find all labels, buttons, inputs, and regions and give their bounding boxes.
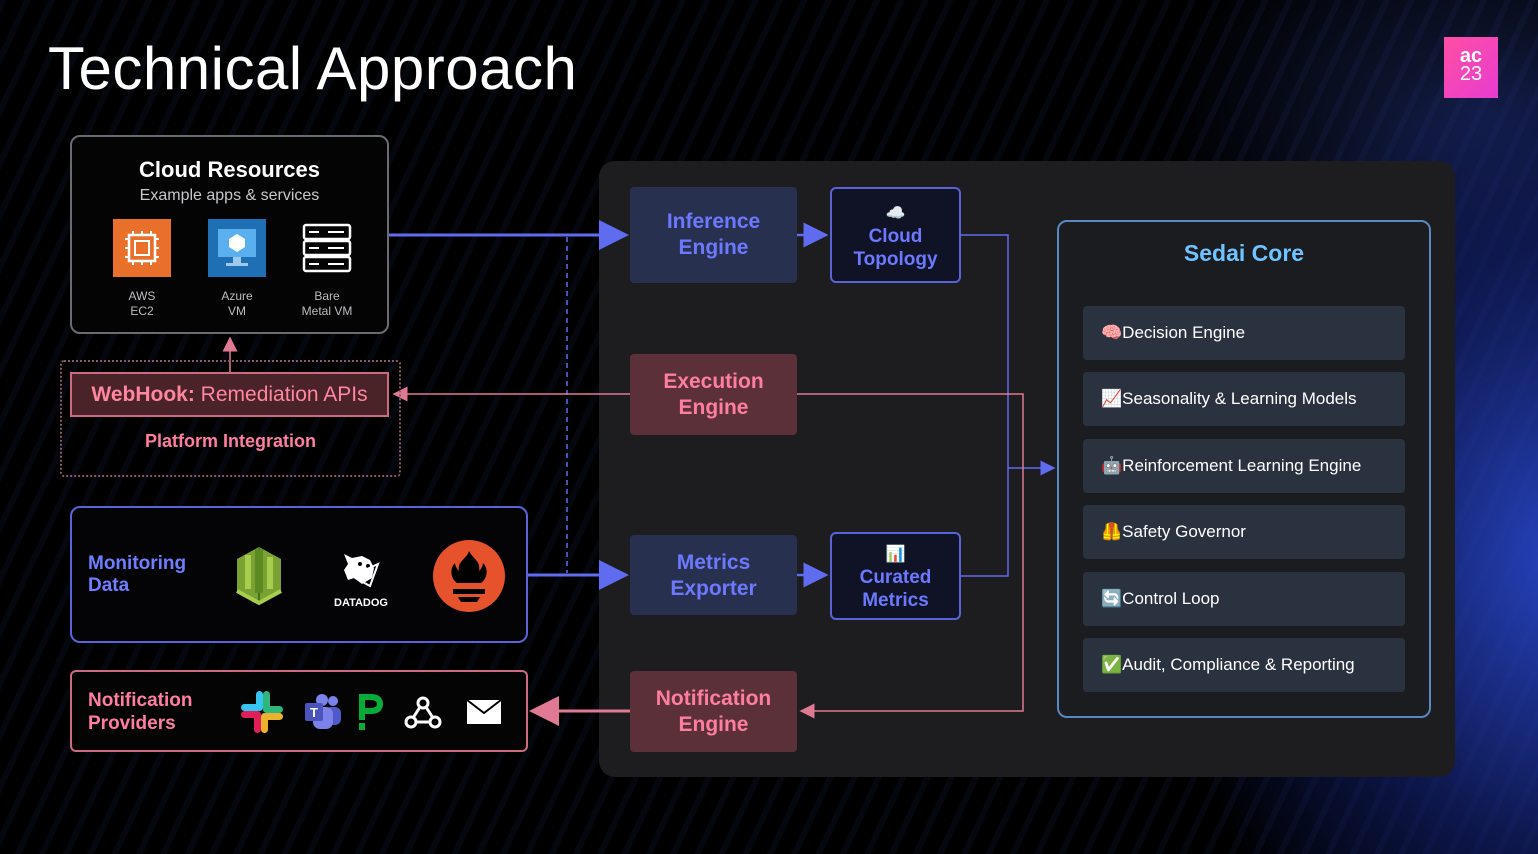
svg-text:T: T <box>310 705 318 720</box>
core-item-label: Reinforcement Learning Engine <box>1122 456 1362 475</box>
aws-label-1: AWS <box>128 289 156 303</box>
notif-label-1: Notification <box>88 690 193 711</box>
execution-engine: Execution Engine <box>630 354 797 435</box>
core-to-notification-arrow <box>797 393 1024 719</box>
cloud-resources-title: Cloud Resources <box>139 157 320 182</box>
cloud-resources-subtitle: Example apps & services <box>139 187 320 204</box>
notif-label-2: Providers <box>88 713 176 734</box>
monitoring-data-label: Monitoring Data <box>88 553 186 597</box>
core-item-safety-governor: 🦺Safety Governor <box>1083 505 1405 559</box>
azure-label-2: VM <box>228 304 246 318</box>
core-item-label: Safety Governor <box>1122 522 1246 541</box>
notification-l2: Engine <box>678 713 749 736</box>
execution-l2: Engine <box>678 396 749 419</box>
datadog-label: DATADOG <box>334 597 388 609</box>
notification-l1: Notification <box>655 687 772 710</box>
curated-l1: Curated <box>859 567 932 588</box>
check-icon: ✅ <box>1101 655 1123 674</box>
slack-icon <box>241 691 283 733</box>
core-item-label: Decision Engine <box>1122 323 1246 342</box>
core-item-audit: ✅Audit, Compliance & Reporting <box>1083 638 1405 692</box>
safety-vest-icon: 🦺 <box>1101 522 1123 541</box>
bare-label-1: Bare <box>314 289 340 303</box>
pagerduty-icon <box>359 694 383 730</box>
bar-chart-icon: 📊 <box>885 546 906 563</box>
core-item-decision-engine: 🧠Decision Engine <box>1083 306 1405 360</box>
inference-engine: Inference Engine <box>630 187 797 283</box>
cloud-topology: ☁️ Cloud Topology <box>830 187 961 283</box>
bare-label-2: Metal VM <box>301 304 353 318</box>
chart-up-icon: 📈 <box>1101 389 1123 408</box>
ac23-logo: ac 23 <box>1444 37 1498 98</box>
prometheus-icon <box>433 540 505 612</box>
webhook-remediation-apis: WebHook: Remediation APIs <box>70 372 389 417</box>
sedai-core-title: Sedai Core <box>1183 240 1305 266</box>
platform-integration-group <box>60 360 401 477</box>
topology-l2: Topology <box>853 249 938 270</box>
azure-vm-icon <box>208 219 266 277</box>
platform-integration-label: Platform Integration <box>144 431 316 451</box>
logo-line1: ac <box>1459 45 1483 67</box>
monitoring-label-2: Data <box>88 575 130 596</box>
logo-line2: 23 <box>1459 63 1483 85</box>
email-icon <box>466 699 502 724</box>
brain-icon: 🧠 <box>1101 323 1123 342</box>
inference-l2: Engine <box>678 236 749 259</box>
notification-providers-box <box>70 670 528 752</box>
cloudwatch-icon <box>236 547 282 606</box>
datadog-icon <box>344 554 380 588</box>
core-item-label: Seasonality & Learning Models <box>1122 389 1357 408</box>
server-icon <box>302 223 352 273</box>
core-item-reinforcement: 🤖Reinforcement Learning Engine <box>1083 439 1405 493</box>
cloud-resources-box: Cloud Resources Example apps & services … <box>70 135 389 334</box>
core-item-seasonality: 📈Seasonality & Learning Models <box>1083 372 1405 426</box>
topology-curated-bus <box>961 234 1009 577</box>
exporter-l2: Exporter <box>670 577 757 600</box>
core-item-label: Control Loop <box>1122 589 1220 608</box>
notification-engine: Notification Engine <box>630 671 797 752</box>
webhook-bold-label: WebHook: <box>91 383 195 406</box>
exporter-l1: Metrics <box>676 551 751 574</box>
inference-l1: Inference <box>666 210 761 233</box>
webhook-rest-label: Remediation APIs <box>194 383 368 406</box>
core-item-label: Audit, Compliance & Reporting <box>1122 655 1355 674</box>
slide-title: Technical Approach <box>48 35 578 102</box>
aws-label-2: EC2 <box>130 304 154 318</box>
teams-icon: T <box>305 694 341 729</box>
aws-ec2-icon <box>113 219 171 277</box>
monitoring-label-1: Monitoring <box>88 553 187 574</box>
azure-label-1: Azure <box>221 289 253 303</box>
robot-icon: 🤖 <box>1101 456 1123 475</box>
core-item-control-loop: 🔄Control Loop <box>1083 572 1405 626</box>
webhook-icon <box>404 696 442 729</box>
curated-metrics: 📊 Curated Metrics <box>830 532 961 620</box>
notification-providers-label: Notification Providers <box>88 689 193 735</box>
curated-l2: Metrics <box>862 590 929 611</box>
cloud-icon: ☁️ <box>885 205 906 222</box>
topology-l1: Cloud <box>868 226 923 247</box>
loop-icon: 🔄 <box>1101 589 1123 608</box>
metrics-exporter: Metrics Exporter <box>630 535 797 615</box>
datadog-logo: DATADOG <box>330 546 392 609</box>
execution-l1: Execution <box>663 370 764 393</box>
